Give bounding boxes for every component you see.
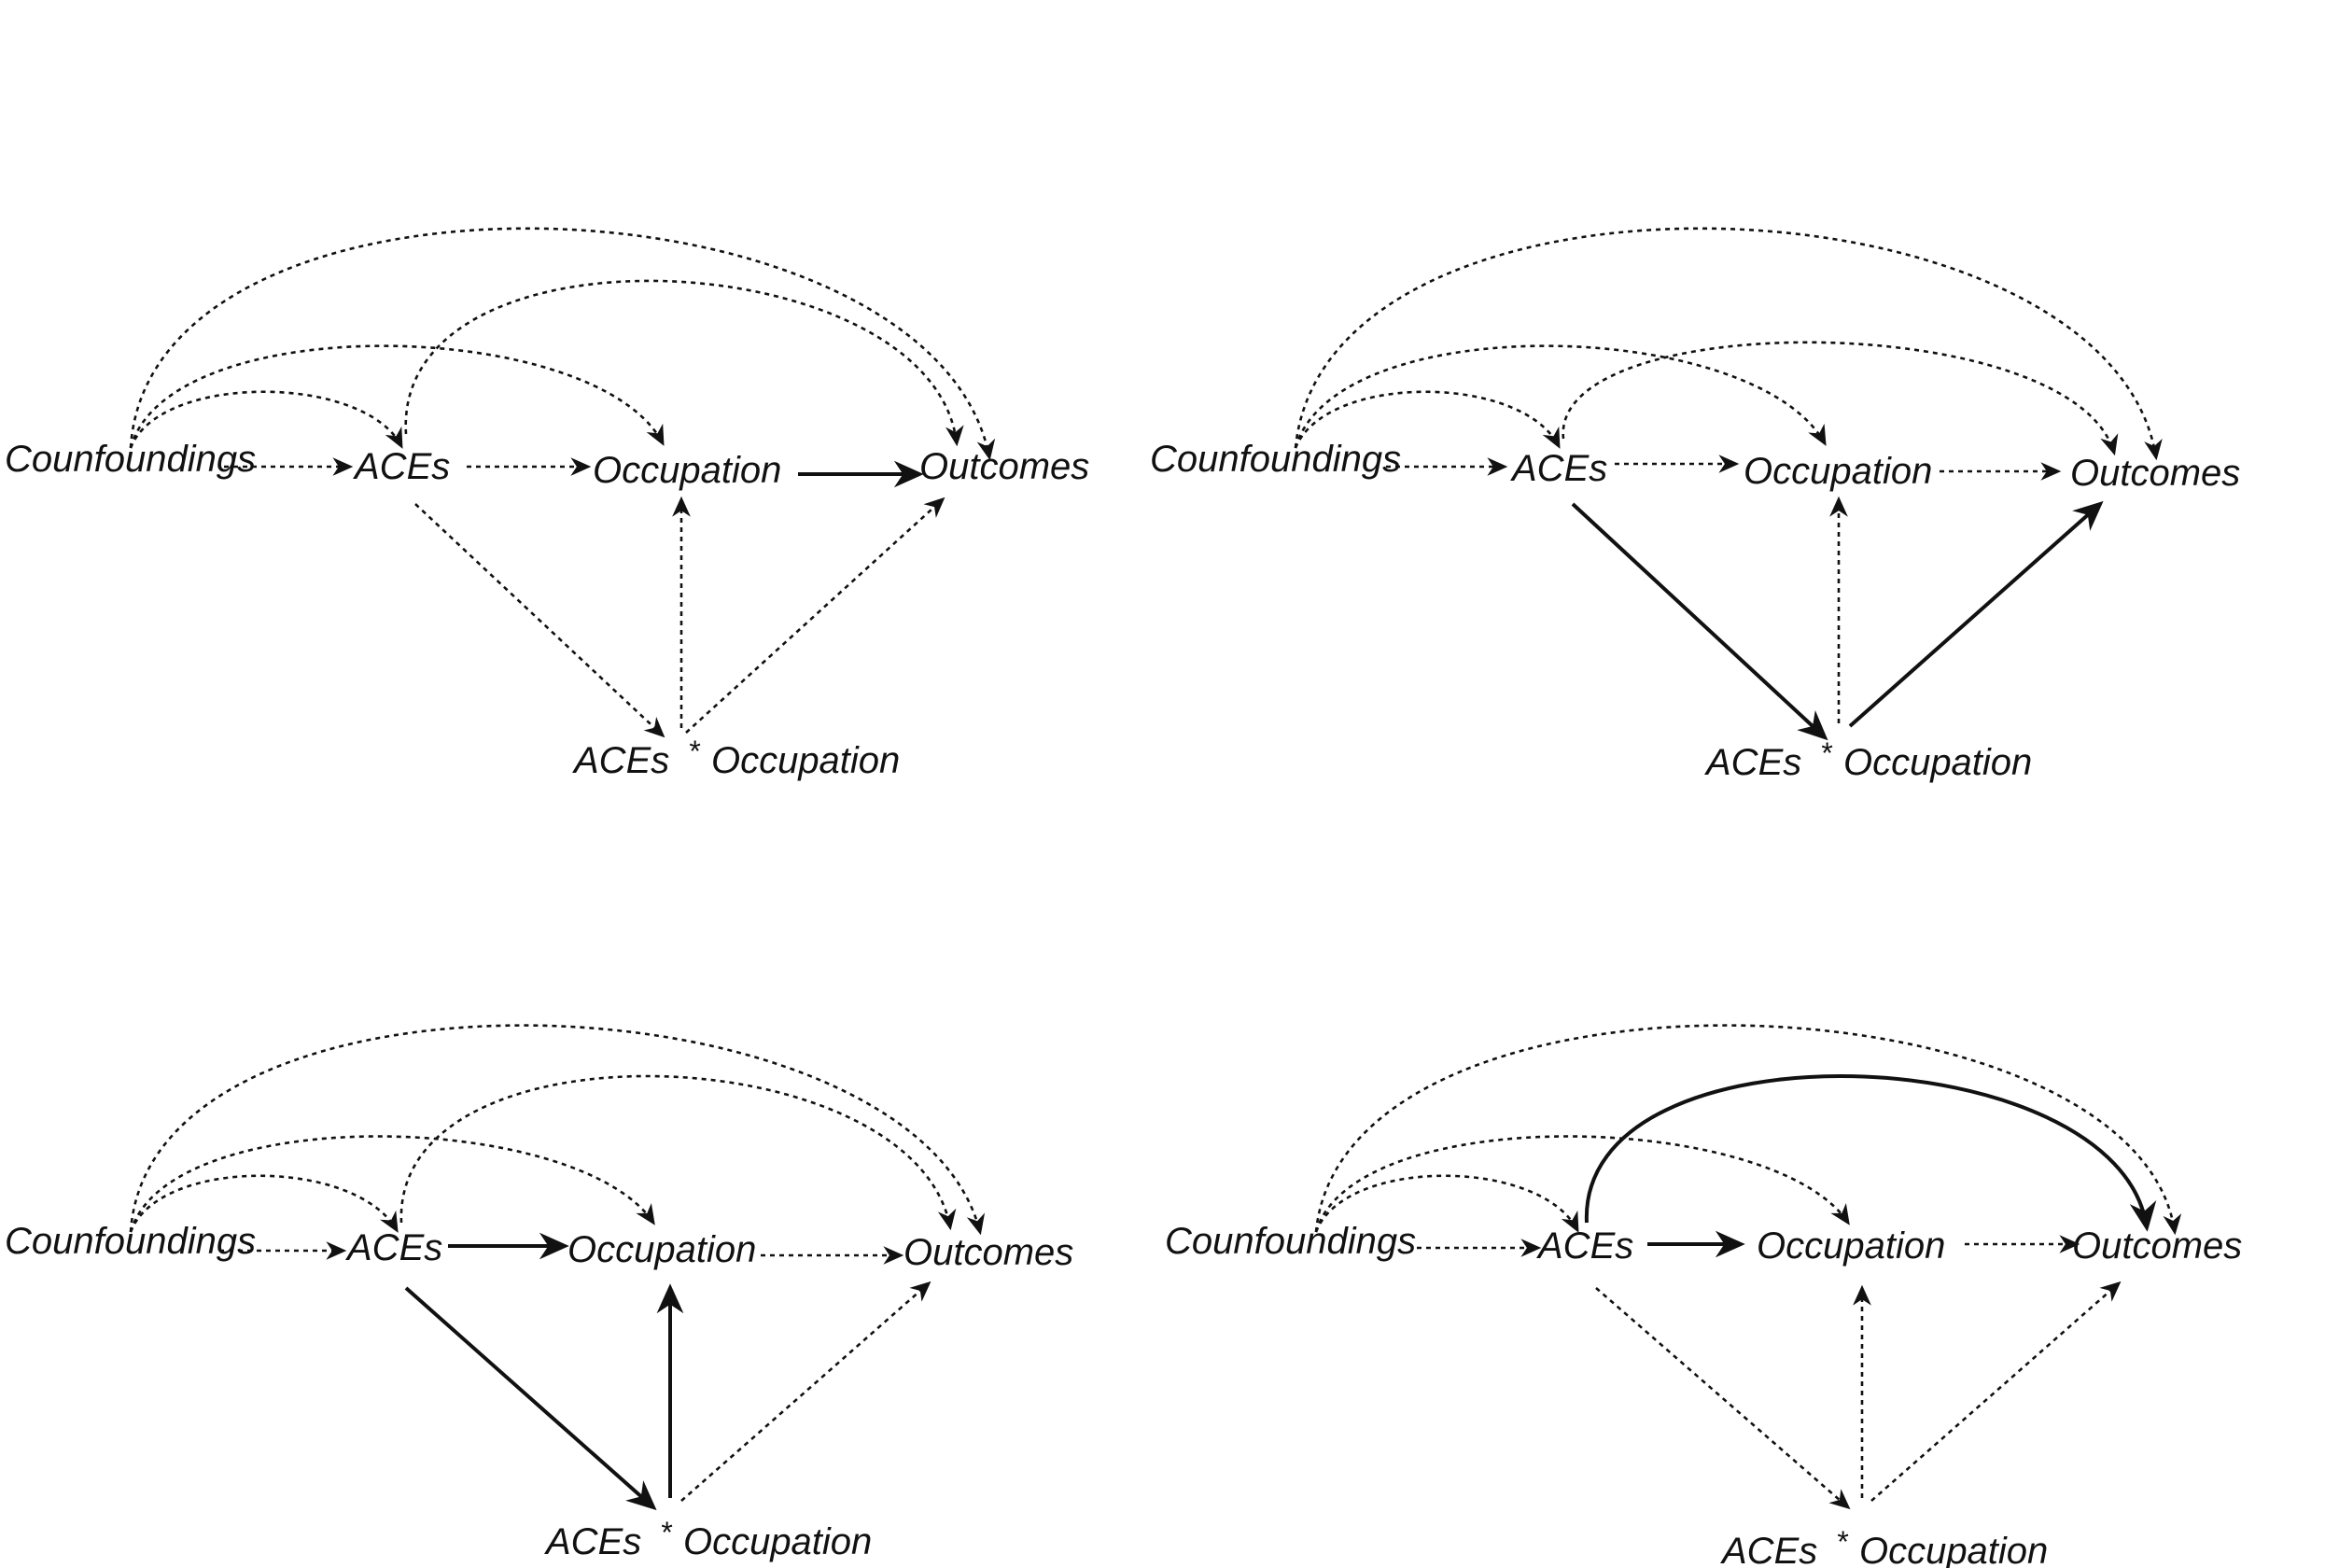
node-occupation: Occupation (593, 450, 781, 491)
edge-aces-to-outcomes (1562, 341, 2119, 456)
interaction-star: * (1821, 736, 1832, 770)
edge-aces-to-interaction (1571, 502, 1828, 741)
edge-confounders-to-occupation (1294, 344, 1827, 449)
node-interaction: ACEs * Occupation (572, 729, 900, 781)
interaction-star: * (1837, 1525, 1848, 1559)
edge-confounders-to-aces-arc (129, 390, 403, 449)
edge-confounders-to-outcomes (129, 227, 996, 461)
edge-aces-to-interaction (404, 1286, 657, 1511)
node-aces: ACEs (345, 1227, 442, 1268)
panel-edges (129, 227, 996, 738)
node-occupation: Occupation (1744, 451, 1932, 492)
interaction-right-label: Occupation (1843, 742, 2032, 783)
interaction-star: * (661, 1516, 672, 1549)
edge-confounders-to-occupation (129, 1135, 655, 1233)
edge-aces-to-outcomes (399, 1074, 957, 1231)
edge-confounders-to-outcomes (1294, 227, 2163, 461)
interaction-right-label: Occupation (711, 740, 900, 781)
node-confounders: Counfoundings (1150, 439, 1401, 480)
interaction-right-label: Occupation (1859, 1531, 2048, 1568)
panel-edges (129, 1024, 986, 1511)
node-aces: ACEs (1510, 448, 1607, 489)
node-occupation: Occupation (1757, 1225, 1945, 1267)
edge-aces-to-outcomes (404, 279, 964, 447)
edge-aces-to-interaction (1595, 1287, 1851, 1510)
panel-edges (1314, 1024, 2182, 1510)
panel-top-right: Counfoundings ACEs Occupation Outcomes A… (1150, 227, 2240, 783)
interaction-left-label: ACEs (572, 740, 669, 781)
node-outcomes: Outcomes (919, 446, 1089, 487)
edge-interaction-to-outcomes (680, 1281, 931, 1502)
edge-confounders-to-aces-arc (1314, 1174, 1579, 1233)
edge-confounders-to-aces-arc (1294, 390, 1561, 449)
interaction-left-label: ACEs (1704, 742, 1801, 783)
edge-aces-to-outcomes (1584, 1074, 2157, 1232)
panel-top-left: Counfoundings ACEs Occupation Outcomes A… (5, 227, 1089, 781)
node-interaction: ACEs * Occupation (1720, 1519, 2048, 1568)
edge-interaction-to-outcomes (1870, 1281, 2122, 1502)
node-confounders: Counfoundings (5, 1221, 256, 1262)
node-confounders: Counfoundings (5, 439, 256, 480)
node-outcomes: Outcomes (903, 1232, 1073, 1273)
panel-bottom-left: Counfoundings ACEs Occupation Outcomes A… (5, 1024, 1073, 1562)
node-aces: ACEs (1536, 1225, 1633, 1267)
node-interaction: ACEs * Occupation (544, 1510, 872, 1562)
edge-confounders-to-outcomes (129, 1024, 986, 1236)
panel-bottom-right: Counfoundings ACEs Occupation Outcomes A… (1165, 1024, 2242, 1568)
edge-confounders-to-occupation (129, 344, 665, 449)
node-occupation: Occupation (567, 1229, 756, 1270)
node-outcomes: Outcomes (2072, 1225, 2242, 1267)
edge-interaction-to-outcomes (1848, 500, 2104, 728)
edge-confounders-to-outcomes (1314, 1024, 2182, 1236)
node-aces: ACEs (353, 446, 450, 487)
node-outcomes: Outcomes (2070, 453, 2240, 494)
edge-aces-to-interaction (414, 503, 665, 738)
interaction-star: * (689, 735, 700, 768)
interaction-right-label: Occupation (683, 1521, 872, 1562)
node-interaction: ACEs * Occupation (1704, 731, 2032, 783)
panel-edges (1294, 227, 2163, 741)
edge-interaction-to-outcomes (685, 497, 945, 734)
interaction-left-label: ACEs (1720, 1531, 1817, 1568)
interaction-left-label: ACEs (544, 1521, 641, 1562)
edge-confounders-to-occupation (1314, 1135, 1850, 1233)
node-confounders: Counfoundings (1165, 1221, 1416, 1262)
